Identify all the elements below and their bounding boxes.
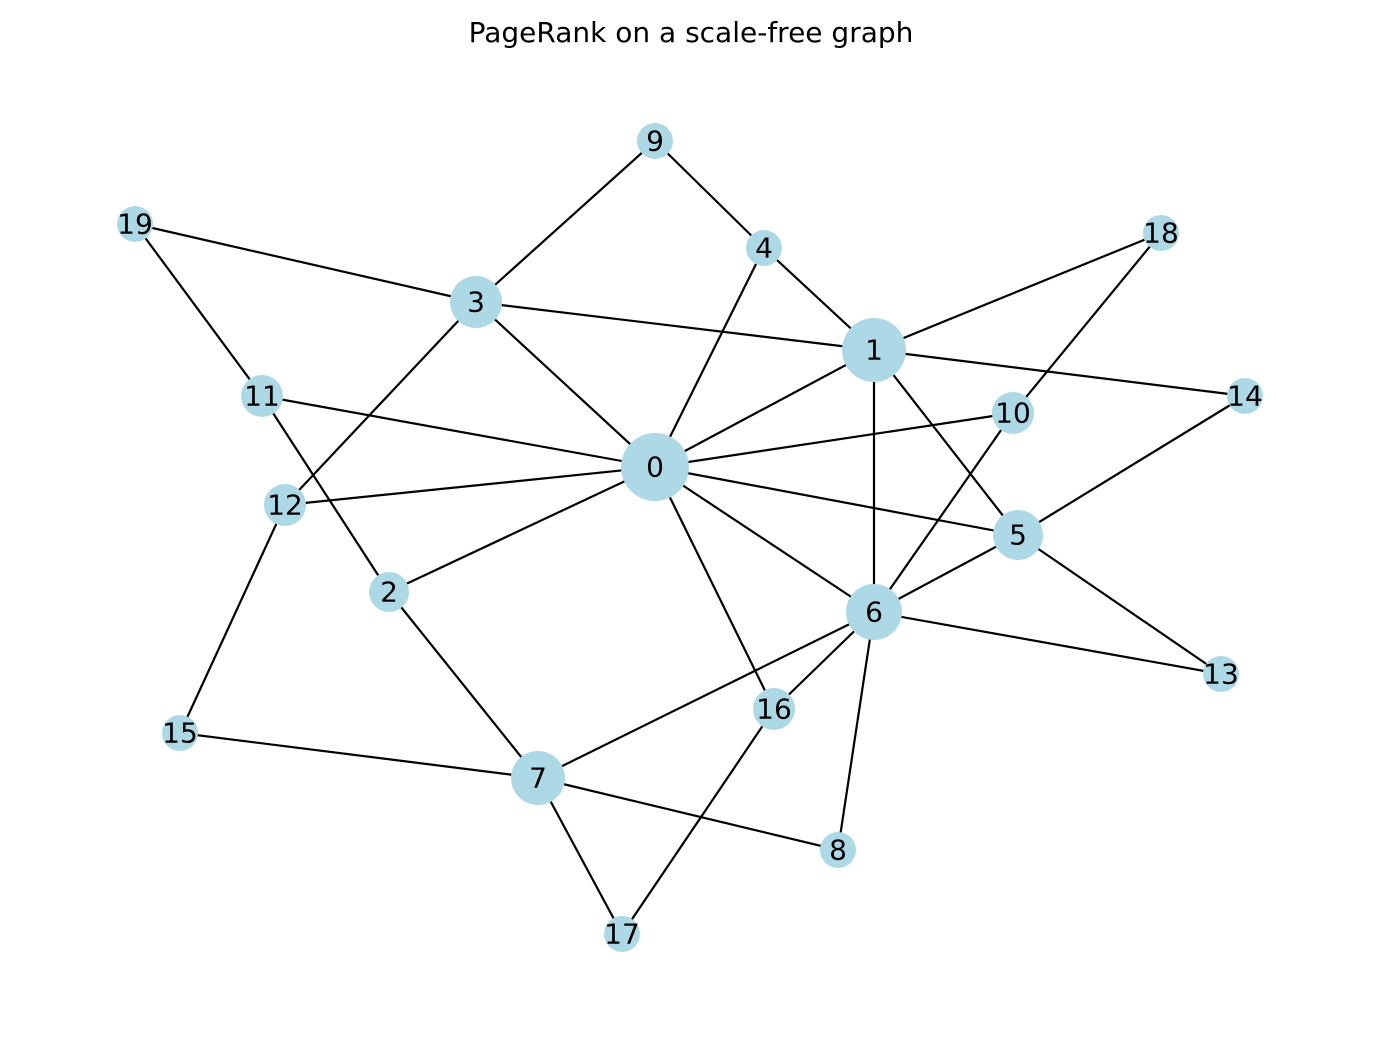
node-label-11: 11: [244, 380, 280, 413]
edge-10-18: [1012, 232, 1162, 414]
node-circle-6: [846, 584, 902, 640]
node-circle-4: [746, 230, 782, 266]
edge-0-6: [654, 466, 875, 613]
edge-5-13: [1017, 534, 1222, 675]
node-11: 11: [241, 375, 283, 417]
node-circle-2: [369, 572, 409, 612]
node-17: 17: [604, 916, 640, 952]
node-label-19: 19: [117, 208, 153, 241]
node-circle-7: [511, 751, 565, 805]
edge-0-5: [654, 465, 1019, 537]
node-8: 8: [820, 832, 856, 868]
edge-7-17: [537, 777, 623, 935]
node-1: 1: [842, 318, 906, 382]
edge-16-17: [621, 708, 775, 935]
node-circle-8: [820, 832, 856, 868]
node-7: 7: [511, 751, 565, 805]
edge-0-11: [261, 394, 656, 469]
node-3: 3: [450, 276, 502, 328]
edge-1-18: [873, 231, 1162, 352]
edge-7-8: [537, 776, 839, 852]
node-circle-18: [1143, 215, 1179, 251]
edge-0-1: [654, 349, 875, 468]
edge-6-7: [537, 611, 875, 779]
node-circle-14: [1227, 378, 1263, 414]
node-circle-13: [1203, 656, 1239, 692]
node-label-1: 1: [865, 334, 883, 367]
edge-4-9: [654, 140, 765, 249]
node-label-14: 14: [1227, 380, 1263, 413]
node-label-2: 2: [380, 576, 398, 609]
node-19: 19: [117, 206, 153, 242]
node-circle-11: [241, 375, 283, 417]
node-circle-0: [621, 433, 689, 501]
graph-title: PageRank on a scale-free graph: [469, 16, 914, 49]
edge-0-10: [654, 411, 1014, 469]
node-circle-17: [604, 916, 640, 952]
node-label-17: 17: [604, 918, 640, 951]
node-circle-10: [992, 392, 1034, 434]
node-circle-1: [842, 318, 906, 382]
node-label-7: 7: [529, 762, 547, 795]
node-circle-3: [450, 276, 502, 328]
edge-11-19: [134, 223, 263, 397]
node-circle-19: [117, 206, 153, 242]
edge-5-14: [1017, 395, 1246, 536]
edge-0-2: [388, 466, 656, 593]
edge-0-16: [654, 466, 775, 710]
node-15: 15: [162, 715, 198, 751]
edge-1-3: [475, 300, 875, 352]
node-circle-15: [162, 715, 198, 751]
edge-6-10: [873, 412, 1014, 613]
node-circle-16: [753, 688, 795, 730]
edge-2-7: [388, 591, 539, 779]
node-label-13: 13: [1203, 658, 1239, 691]
node-label-16: 16: [756, 693, 792, 726]
edge-3-9: [475, 140, 656, 303]
node-13: 13: [1203, 656, 1239, 692]
node-9: 9: [637, 123, 673, 159]
node-6: 6: [846, 584, 902, 640]
edges-layer: [134, 140, 1246, 935]
node-2: 2: [369, 572, 409, 612]
node-10: 10: [992, 392, 1034, 434]
node-12: 12: [264, 484, 306, 526]
node-0: 0: [621, 433, 689, 501]
node-circle-5: [993, 510, 1043, 560]
node-label-0: 0: [646, 451, 664, 484]
edge-2-11: [261, 395, 390, 593]
edge-0-3: [475, 301, 656, 468]
node-label-5: 5: [1009, 519, 1027, 552]
node-label-9: 9: [646, 125, 664, 158]
node-circle-9: [637, 123, 673, 159]
node-label-3: 3: [467, 286, 485, 319]
node-16: 16: [753, 688, 795, 730]
node-14: 14: [1227, 378, 1263, 414]
node-label-10: 10: [995, 397, 1031, 430]
edge-3-12: [284, 301, 477, 506]
edge-12-15: [179, 504, 286, 734]
edge-6-13: [873, 610, 1222, 676]
node-label-15: 15: [162, 717, 198, 750]
node-5: 5: [993, 510, 1043, 560]
edge-6-8: [836, 611, 876, 851]
edge-0-12: [284, 465, 656, 507]
edge-1-5: [873, 349, 1019, 536]
node-circle-12: [264, 484, 306, 526]
edge-7-15: [179, 731, 539, 780]
node-label-18: 18: [1143, 217, 1179, 250]
edge-3-19: [134, 222, 477, 304]
edge-0-4: [654, 247, 765, 468]
node-label-6: 6: [865, 596, 883, 629]
node-18: 18: [1143, 215, 1179, 251]
node-label-8: 8: [829, 834, 847, 867]
node-label-4: 4: [755, 232, 773, 265]
edge-1-14: [873, 348, 1246, 398]
node-4: 4: [746, 230, 782, 266]
node-label-12: 12: [267, 489, 303, 522]
